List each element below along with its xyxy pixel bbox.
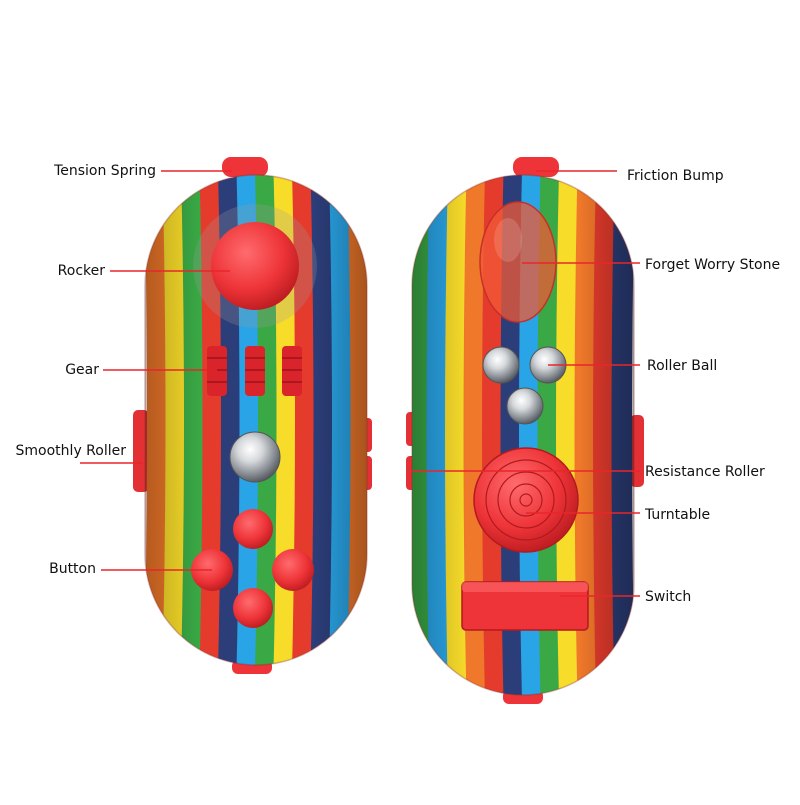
label-friction-bump: Friction Bump: [627, 168, 724, 184]
left-roller-ball[interactable]: [229, 431, 281, 483]
label-rocker: Rocker: [57, 263, 105, 279]
rocker[interactable]: [211, 222, 299, 310]
right-body-outline: [411, 174, 635, 696]
leader-lines-left: [80, 170, 232, 571]
label-tension-spring: Tension Spring: [54, 163, 156, 179]
right-fidget-pad: [406, 157, 644, 704]
dpad-button-right[interactable]: [272, 549, 314, 591]
leader-lines-right: [412, 170, 640, 597]
label-roller-ball: Roller Ball: [647, 358, 718, 374]
label-turntable: Turntable: [645, 507, 711, 523]
left-body-outline: [144, 174, 368, 666]
label-switch: Switch: [645, 589, 692, 605]
left-body-shading: [145, 175, 367, 665]
turntable[interactable]: [473, 447, 579, 553]
label-smoothly-roller: Smoothly Roller: [15, 443, 126, 459]
roller-balls[interactable]: [482, 346, 567, 425]
switch[interactable]: [461, 581, 589, 631]
left-top-nub: [222, 157, 268, 177]
label-forget-worry-stone: Forget Worry Stone: [645, 257, 781, 273]
roller-ball-1[interactable]: [482, 346, 520, 384]
label-gear: Gear: [65, 362, 99, 378]
label-button: Button: [49, 561, 96, 577]
gear-wheel-2[interactable]: [245, 346, 265, 396]
dpad-button-down[interactable]: [233, 588, 273, 628]
label-resistance-roller: Resistance Roller: [645, 464, 765, 480]
right-body-shading: [412, 175, 634, 695]
left-fidget-pad: [133, 157, 372, 674]
roller-ball-3[interactable]: [506, 387, 544, 425]
right-top-nub: [513, 157, 559, 177]
worry-stone-highlight: [494, 218, 522, 262]
gear-wheel-3[interactable]: [282, 346, 302, 396]
dpad-button-up[interactable]: [233, 509, 273, 549]
gear-wheel-1[interactable]: [207, 346, 227, 396]
forget-worry-stone[interactable]: [479, 201, 557, 323]
gear-wheels[interactable]: [207, 346, 302, 396]
